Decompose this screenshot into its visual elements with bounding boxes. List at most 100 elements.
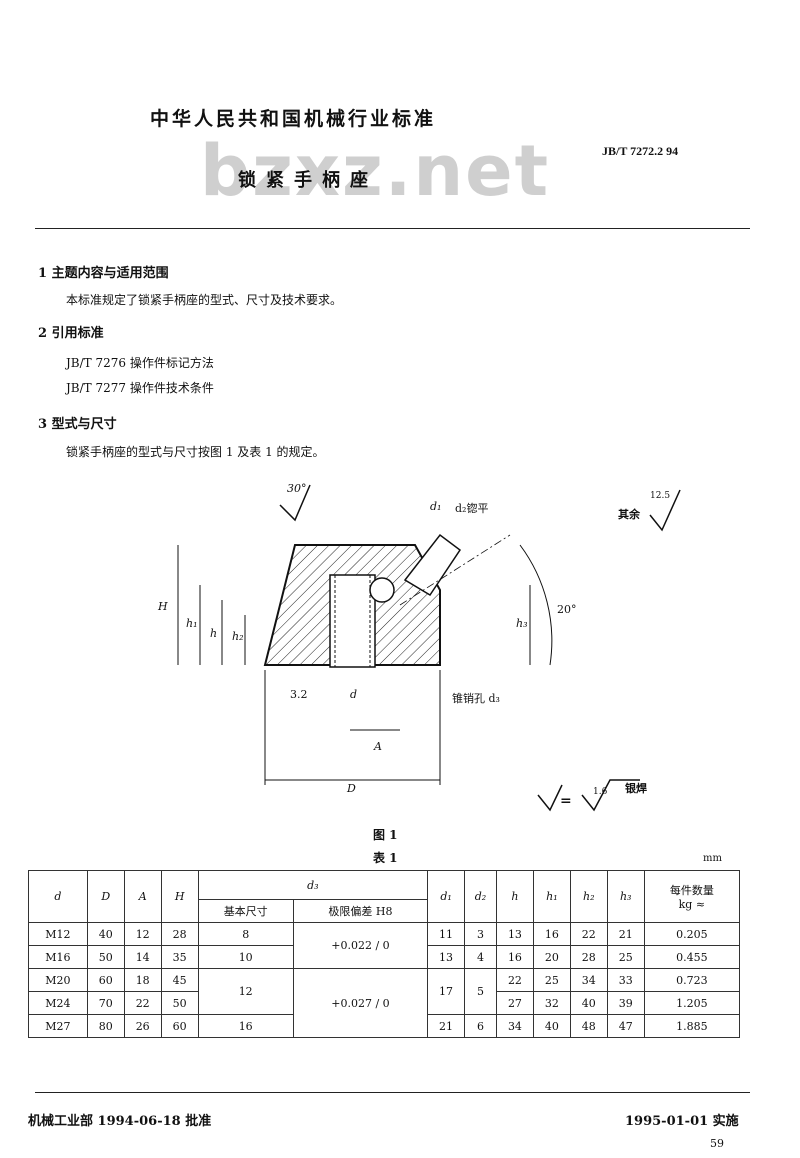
cell-h3: 47 [606,1014,645,1038]
cell-A: 14 [123,945,162,969]
header-title: 中华人民共和国机械行业标准 [150,108,437,130]
col-D: D [86,870,125,923]
label-rest-value: 12.5 [650,491,671,501]
col-d1: d₁ [427,870,466,923]
reference-1: JB/T 7276 操作件标记方法 [66,356,214,370]
label-d1: d₁ [430,500,442,513]
label-h: h [210,627,218,640]
table-row: M20 60 18 45 12 +0.027 / 0 17 5 22 25 34… [28,968,741,1038]
label-h1: h₁ [186,617,198,630]
cell-H: 35 [160,945,199,969]
cell-H: 28 [160,922,199,946]
cell-h2: 34 [569,968,608,992]
cell-A: 18 [123,968,162,992]
col-H: H [160,870,199,923]
cell-h2: 48 [569,1014,608,1038]
table-row: M27 80 26 60 16 21 6 34 40 48 47 1.885 [28,1014,741,1038]
cell-h3: 33 [606,968,645,992]
footer-rule [35,1092,750,1093]
cell-d2: 6 [464,1014,497,1038]
table-header-row: d D A H d₃ d₁ d₂ h h₁ h₂ h₃ 每件数量 kg ≈ [28,870,741,923]
label-rough-value: 1.6 [593,787,608,797]
cell-d: M27 [28,1014,88,1038]
cell-basic: 8 [197,922,294,946]
side-boss [403,533,462,597]
cell-h1: 25 [532,968,571,992]
cell-d1: 13 [427,945,466,969]
label-rest: 其余 [618,508,640,521]
cell-d1: 21 [427,1014,466,1038]
cell-d2: 4 [464,945,497,969]
table-caption: 表 1 [373,851,398,865]
cell-h2: 22 [569,922,608,946]
cell-D: 40 [86,922,125,946]
cell-H: 50 [160,991,199,1015]
col-d2: d₂ [464,870,497,923]
section-1-heading: 1 主题内容与适用范围 [38,266,169,281]
cell-weight: 1.205 [643,991,741,1015]
cell-h2: 40 [569,991,608,1015]
cell-A: 12 [123,922,162,946]
cell-d1: 17 [427,968,466,1015]
label-d2: d₂锪平 [455,502,489,515]
label-angle-right: 20° [557,603,577,616]
label-d: d [350,688,358,701]
col-weight: 每件数量 kg ≈ [643,870,741,923]
cell-basic: 12 [197,968,294,1015]
cell-h2: 28 [569,945,608,969]
threaded-hole [329,574,376,668]
label-H: H [158,600,168,613]
header-rule [35,228,750,229]
cell-h: 27 [495,991,534,1015]
cell-H: 45 [160,968,199,992]
approval-line: 机械工业部 1994-06-18 批准 [28,1114,212,1129]
col-A: A [123,870,162,923]
cell-H: 60 [160,1014,199,1038]
cell-d2: 3 [464,922,497,946]
figure-caption: 图 1 [373,828,398,842]
cell-weight: 0.455 [643,945,741,969]
col-d3-basic: 基本尺寸 [197,899,294,923]
reference-2: JB/T 7277 操作件技术条件 [66,381,214,395]
cell-basic: 10 [197,945,294,969]
col-h3: h₃ [606,870,645,923]
cell-A: 26 [123,1014,162,1038]
cell-h: 13 [495,922,534,946]
cell-D: 80 [86,1014,125,1038]
cell-h1: 20 [532,945,571,969]
label-roughness-3-2: 3.2 [290,688,308,701]
col-h2: h₂ [569,870,608,923]
col-weight-label: 每件数量 [669,884,714,897]
col-d3-tol: 极限偏差 H8 [292,899,429,923]
cell-D: 60 [86,968,125,992]
cell-h: 22 [495,968,534,992]
section-2-heading: 2 引用标准 [38,326,104,341]
cell-d: M24 [28,991,88,1015]
cell-tol: +0.027 / 0 [292,968,429,1038]
col-weight-unit: kg ≈ [678,898,706,911]
cell-h: 16 [495,945,534,969]
cell-weight: 1.885 [643,1014,741,1038]
col-d3: d₃ [197,870,429,900]
effective-line: 1995-01-01 实施 [625,1114,739,1129]
section-1-text: 本标准规定了锁紧手柄座的型式、尺寸及技术要求。 [66,293,343,307]
label-A: A [374,740,382,753]
col-h1: h₁ [532,870,571,923]
cell-weight: 0.205 [643,922,741,946]
label-weld: 银焊 [625,782,647,795]
cell-d2: 5 [464,968,497,1015]
standard-number: JB/T 7272.2 94 [602,144,679,158]
cell-d1: 11 [427,922,466,946]
section-3-text: 锁紧手柄座的型式与尺寸按图 1 及表 1 的规定。 [66,445,325,459]
cell-h1: 32 [532,991,571,1015]
cell-h1: 16 [532,922,571,946]
cell-tol: +0.022 / 0 [292,922,429,969]
cell-h: 34 [495,1014,534,1038]
cell-d: M16 [28,945,88,969]
label-taper-pin-hole: 锥销孔 d₃ [452,692,500,705]
label-h2: h₂ [232,630,244,643]
table-unit: mm [703,853,722,864]
cell-basic: 16 [197,1014,294,1038]
col-h: h [495,870,534,923]
figure-1-drawing [177,484,681,812]
